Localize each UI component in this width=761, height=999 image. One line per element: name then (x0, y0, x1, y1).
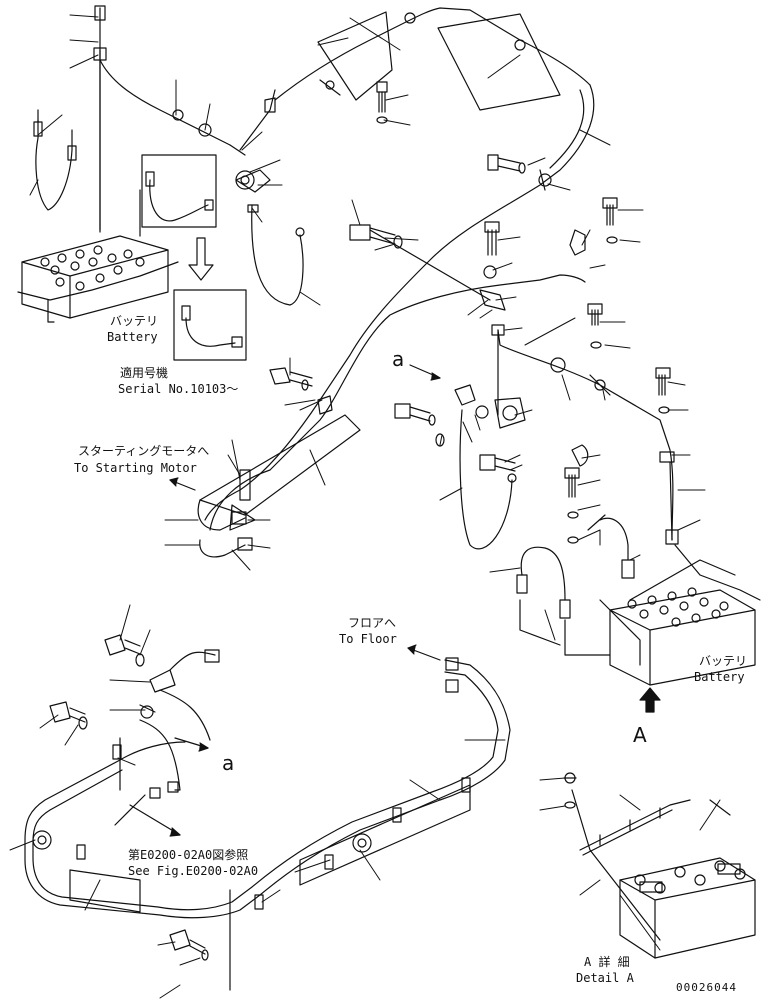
ref-a-bottom: a (222, 751, 235, 775)
detail-a-view (564, 773, 755, 958)
harness-right (492, 304, 678, 544)
battery-label-top-en: Battery (107, 330, 158, 344)
starting-motor-label-jp: スターティングモータへ (78, 444, 210, 458)
harness-top-left (94, 6, 304, 305)
clip-outlines-center (200, 415, 360, 515)
leader-lines (10, 15, 720, 998)
inset-cable-boxes (142, 155, 246, 360)
harness-center (210, 198, 617, 530)
battery-cables-right (517, 515, 634, 618)
fasteners-bottom-left (50, 635, 219, 960)
serial-label-jp: 適用号機 (120, 366, 169, 380)
drawing-number: 00026044 (676, 981, 737, 994)
cable-loose-top-left (34, 110, 76, 210)
see-fig-label-en: See Fig.E0200-02A0 (128, 864, 259, 878)
battery-label-right-en: Battery (694, 670, 745, 684)
floor-label-jp: フロアへ (348, 616, 397, 630)
floor-label-en: To Floor (339, 632, 397, 646)
detail-a-label-jp: A 詳 細 (584, 955, 630, 969)
connector-a-cluster (395, 385, 525, 549)
ref-a-top: a (392, 347, 405, 371)
battery-label-top-jp: バッテリ (110, 314, 159, 328)
see-fig-label-jp: 第E0200-02A0図参照 (128, 848, 249, 862)
fasteners-right (270, 368, 588, 543)
serial-label-en: Serial No.10103～ (118, 382, 239, 396)
view-a-label: A (633, 723, 647, 747)
battery-label-right-jp: バッテリ (699, 654, 748, 668)
battery-right (520, 545, 760, 685)
starting-motor-cables (198, 396, 332, 557)
clip-outlines-top (318, 12, 560, 110)
starting-motor-label-en: To Starting Motor (74, 461, 197, 475)
detail-a-label-en: Detail A (576, 971, 634, 985)
direction-arrows (130, 365, 440, 836)
floor-harness (25, 658, 510, 990)
view-arrow-a (640, 688, 660, 712)
main-harness-top (205, 8, 594, 520)
fasteners-top-center (377, 82, 525, 173)
battery-top-left (18, 20, 178, 322)
